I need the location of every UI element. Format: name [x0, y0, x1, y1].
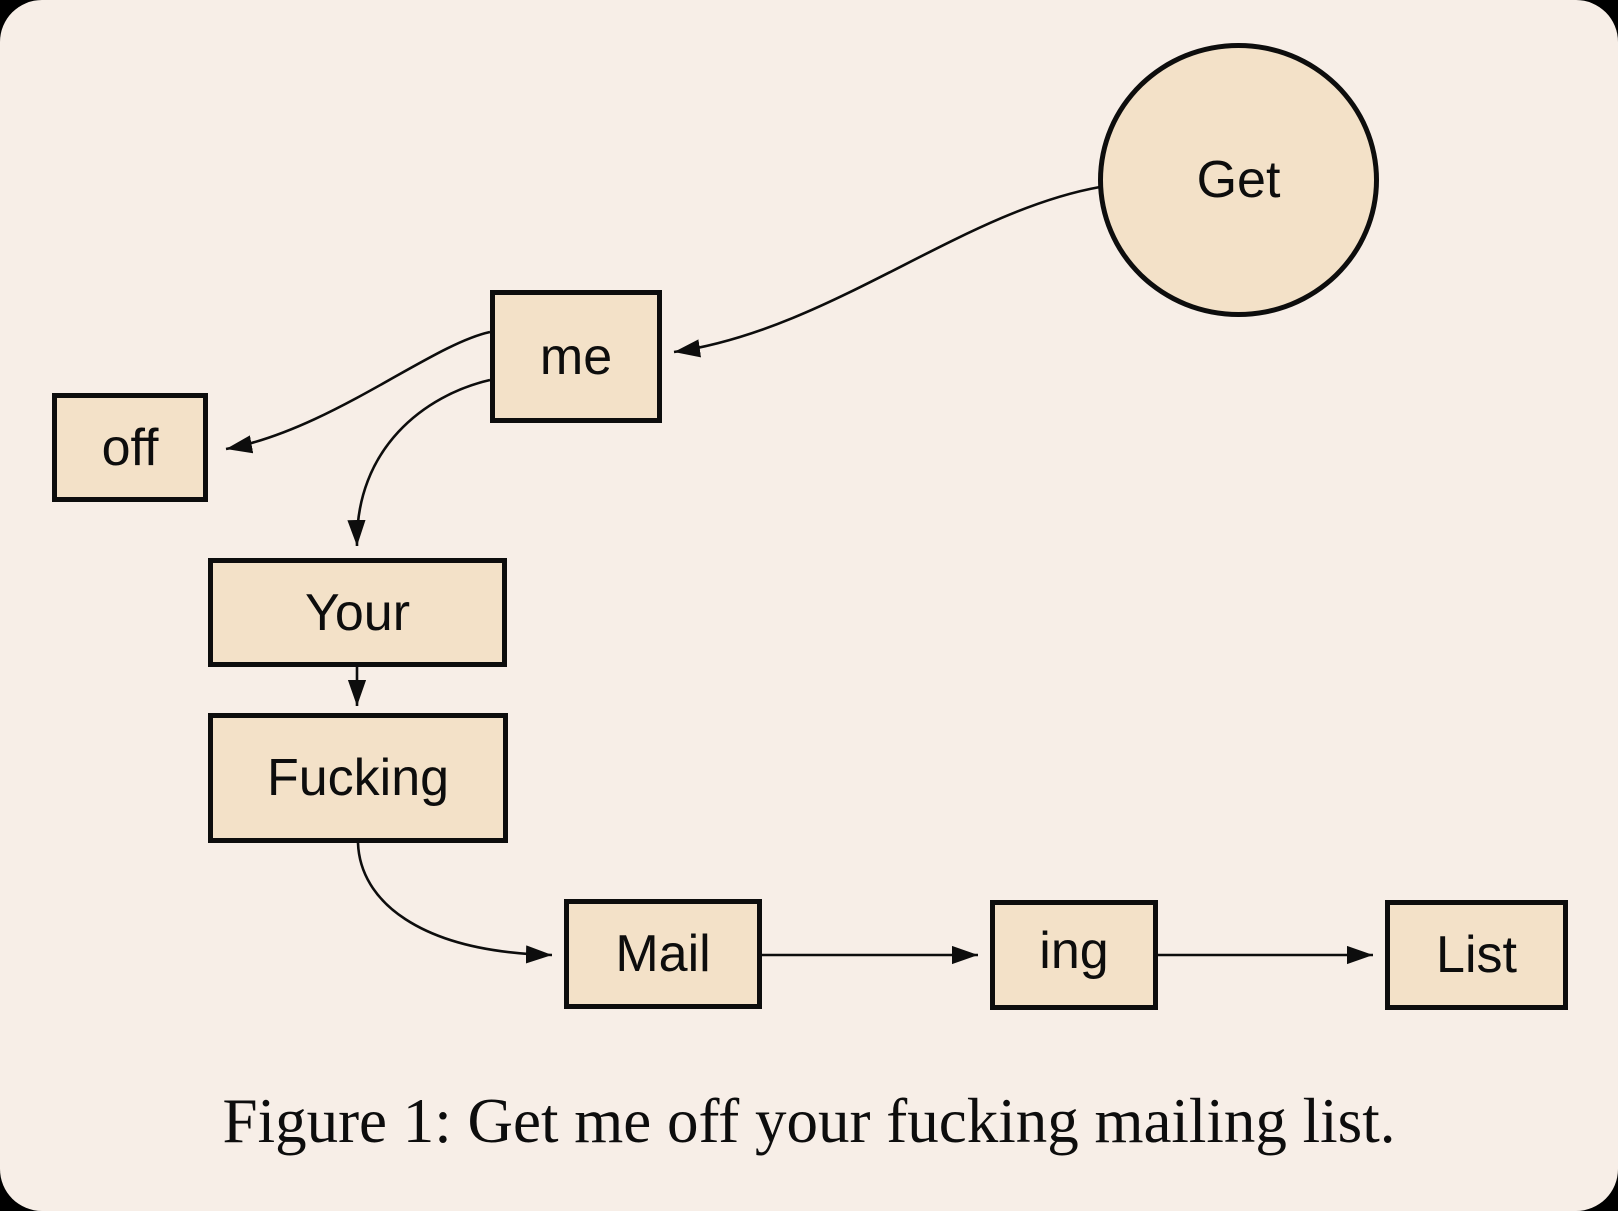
node-your-label: Your	[304, 583, 411, 642]
node-get: Get	[1098, 43, 1379, 317]
node-me-label: me	[539, 327, 613, 386]
edge-me-off	[225, 330, 491, 454]
edge-get-me	[673, 185, 1101, 358]
edge-fucking-mail	[356, 842, 553, 964]
node-me: me	[490, 290, 662, 423]
figure-caption: Figure 1: Get me off your fucking mailin…	[222, 1086, 1396, 1156]
node-ing: ing	[990, 900, 1158, 1010]
node-list-label: List	[1436, 926, 1517, 984]
node-mail-label: Mail	[615, 925, 711, 983]
node-your: Your	[208, 558, 507, 667]
edge-me-your	[347, 378, 491, 547]
node-fucking-label: Fucking	[266, 749, 450, 807]
node-list: List	[1385, 900, 1568, 1010]
node-off: off	[52, 393, 208, 502]
node-fucking: Fucking	[208, 713, 508, 843]
node-get-label: Get	[1196, 151, 1281, 209]
node-off-label: off	[101, 418, 159, 477]
node-mail: Mail	[564, 899, 762, 1009]
node-ing-label: ing	[1039, 922, 1109, 980]
